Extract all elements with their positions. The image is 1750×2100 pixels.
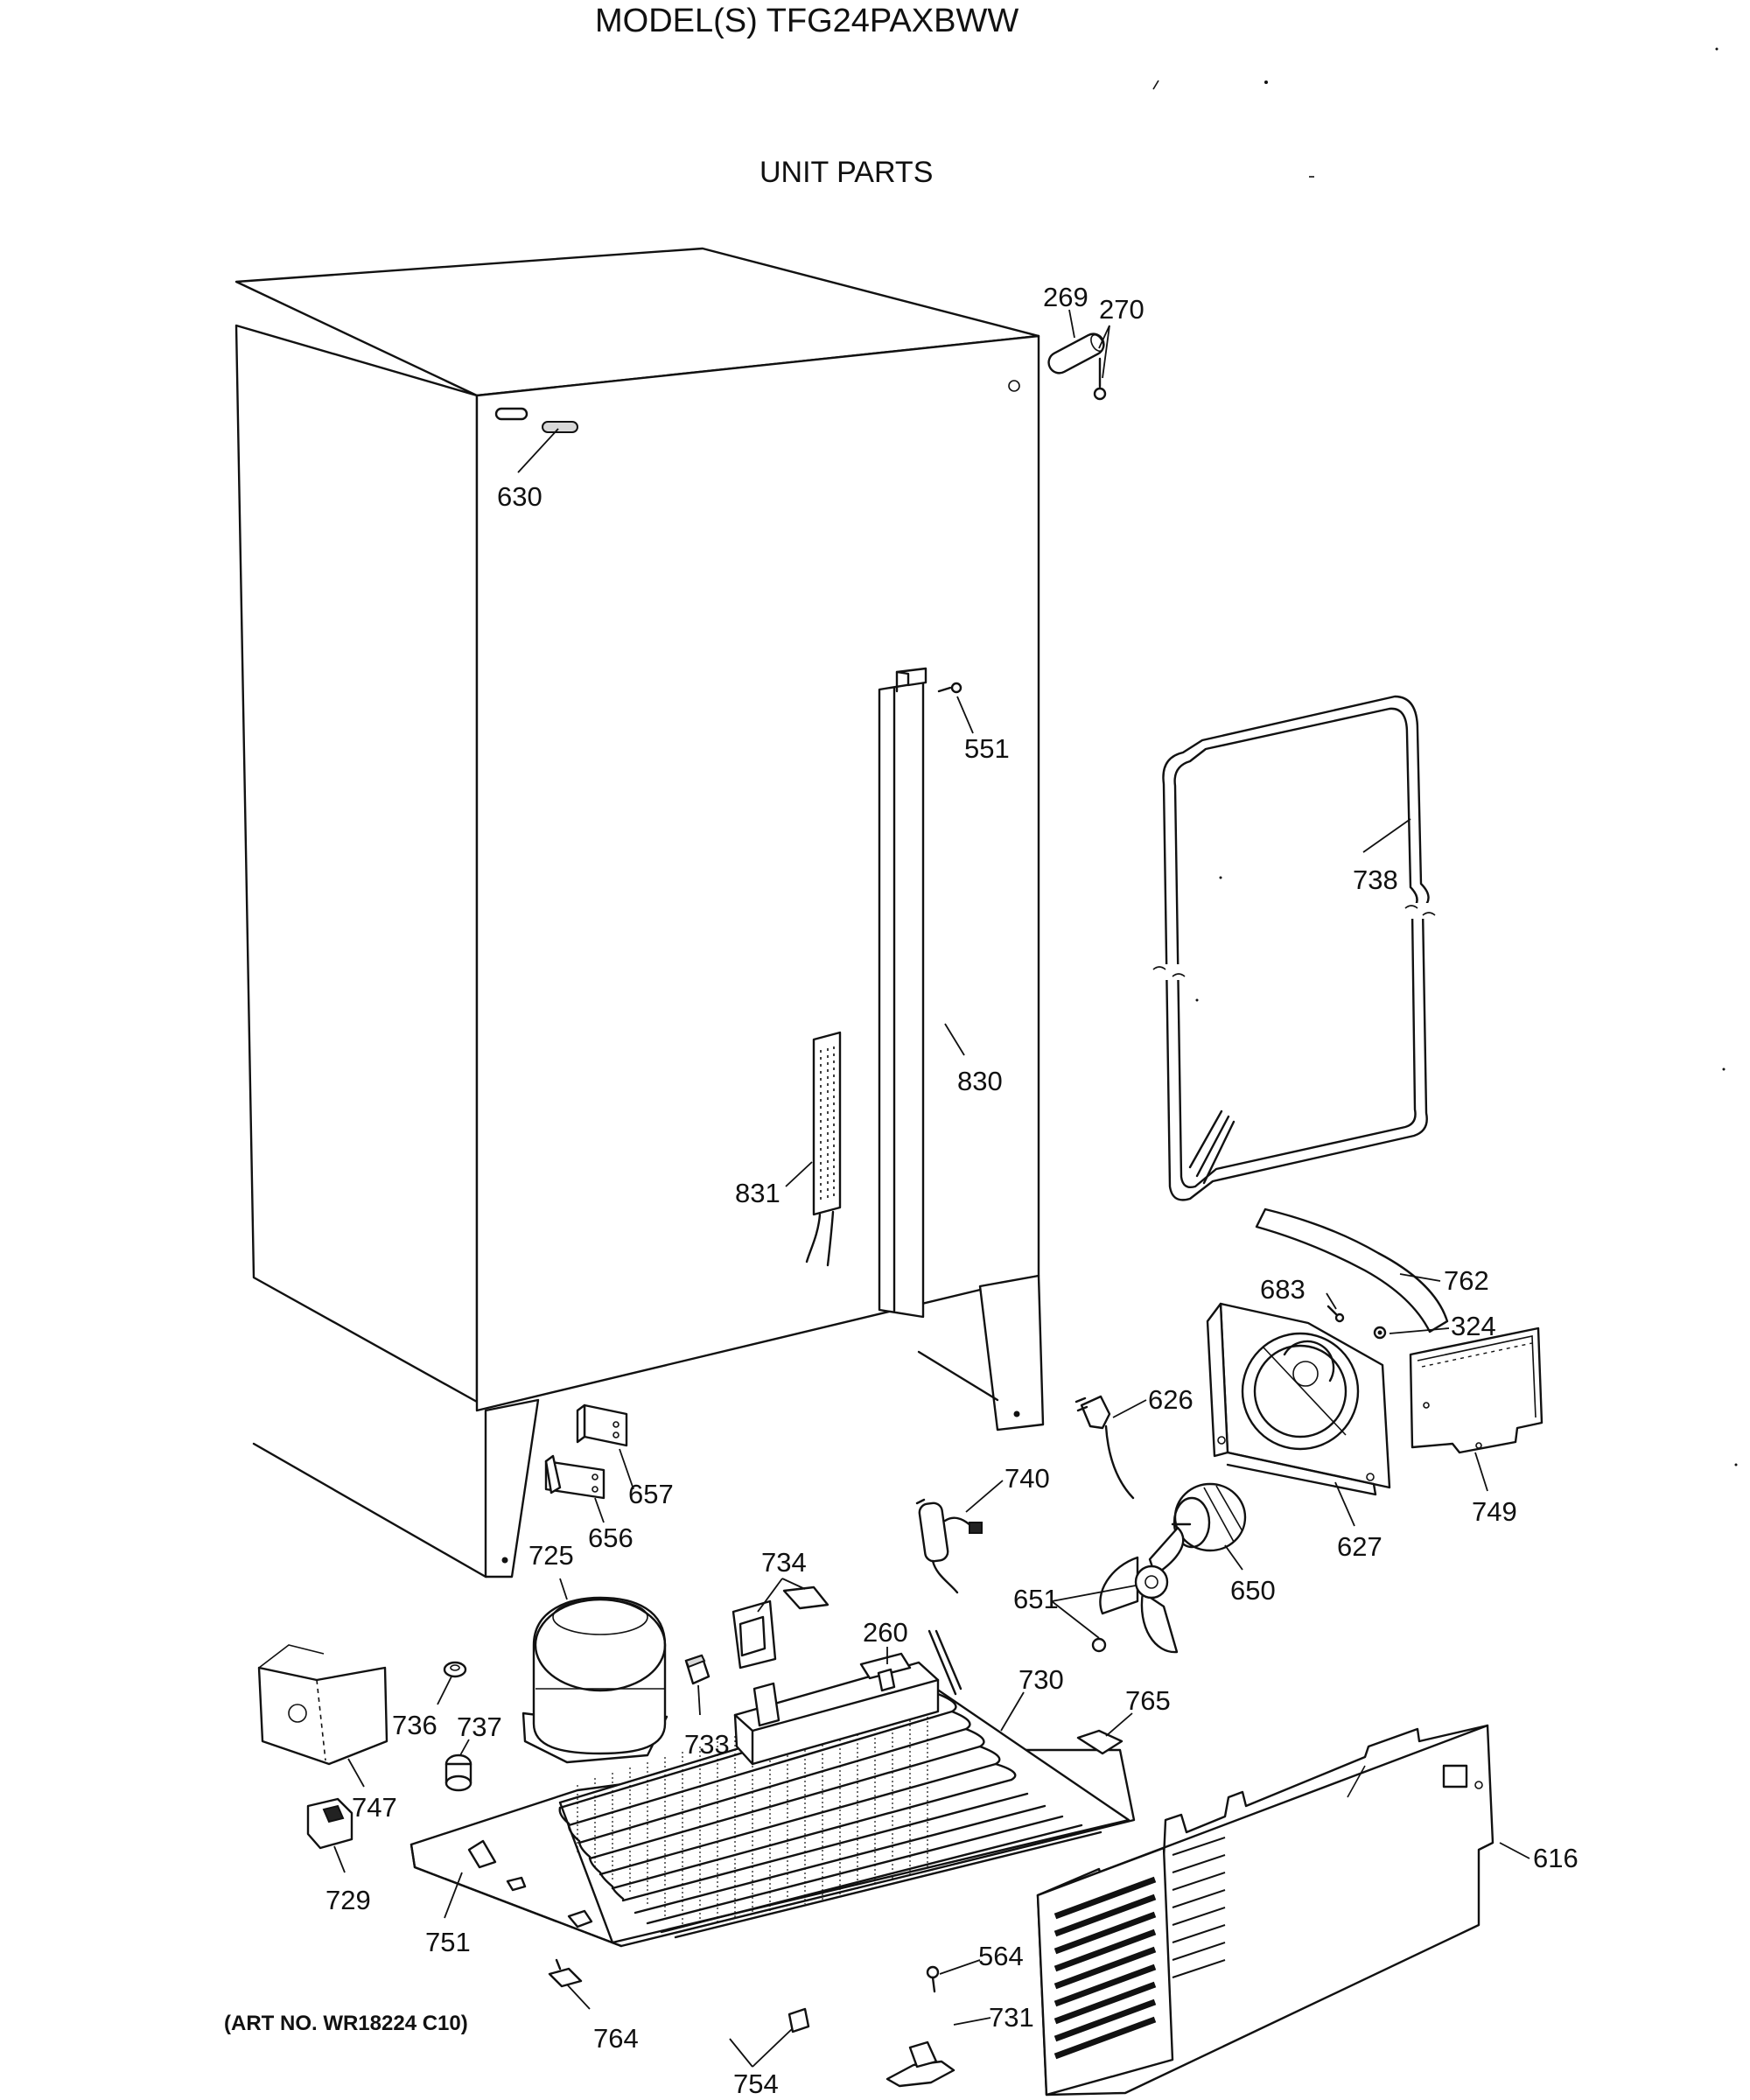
part-564-screw — [926, 1965, 940, 1993]
callout-626: 626 — [1148, 1384, 1194, 1415]
part-830-channel — [878, 667, 928, 1319]
callout-683: 683 — [1260, 1274, 1306, 1305]
callout-730: 730 — [1018, 1664, 1064, 1695]
part-734-relay — [732, 1586, 830, 1670]
part-738-gasket — [1151, 695, 1437, 1201]
callout-738: 738 — [1353, 864, 1398, 895]
callout-737: 737 — [457, 1712, 502, 1742]
callout-650: 650 — [1230, 1575, 1276, 1606]
part-831-heater-strip — [805, 1031, 842, 1267]
leader-lines — [333, 309, 1530, 2068]
model-title: MODEL(S) TFG24PAXBWW — [595, 3, 1018, 39]
callout-627: 627 — [1337, 1531, 1382, 1562]
part-657-bracket — [576, 1404, 628, 1447]
part-765-clip — [1076, 1729, 1124, 1755]
callout-729: 729 — [326, 1885, 371, 1915]
callout-651: 651 — [1013, 1584, 1059, 1614]
part-749-cover — [1409, 1326, 1544, 1454]
callout-270: 270 — [1099, 294, 1144, 325]
part-626-cord — [1074, 1395, 1135, 1500]
part-764-clip — [548, 1958, 583, 1988]
part-729-relay-box — [306, 1797, 354, 1850]
part-733-overload — [684, 1654, 710, 1685]
plug-630b — [542, 421, 578, 433]
part-260-drain-pan — [733, 1652, 940, 1766]
callout-657: 657 — [628, 1479, 674, 1509]
part-269-bracket — [1047, 332, 1107, 401]
callout-751: 751 — [425, 1927, 471, 1957]
part-324-screw — [1373, 1326, 1387, 1340]
part-651-fan-blade — [1091, 1526, 1185, 1654]
callout-831: 831 — [735, 1178, 780, 1208]
callout-725: 725 — [528, 1540, 574, 1571]
callout-736: 736 — [392, 1710, 438, 1740]
part-725-compressor — [522, 1596, 668, 1764]
part-650-motor — [1171, 1482, 1247, 1552]
part-731-bracket — [886, 2040, 956, 2088]
part-737-terminal — [444, 1754, 472, 1792]
cabinet — [234, 247, 1045, 1578]
callout-754: 754 — [733, 2068, 779, 2099]
callout-630: 630 — [497, 481, 542, 512]
callout-749: 749 — [1472, 1496, 1517, 1527]
callout-762: 762 — [1444, 1265, 1489, 1296]
callout-616: 616 — [1533, 1843, 1578, 1873]
callout-labels: 269 270 630 551 738 830 831 762 683 324 … — [326, 282, 1578, 2099]
callout-830: 830 — [957, 1066, 1003, 1096]
callout-765: 765 — [1125, 1685, 1171, 1716]
callout-740: 740 — [1004, 1463, 1050, 1494]
part-627-fan-shroud — [1206, 1302, 1391, 1496]
callout-731: 731 — [989, 2002, 1034, 2033]
callout-656: 656 — [588, 1522, 634, 1553]
callout-324: 324 — [1451, 1311, 1496, 1341]
part-740-capacitor — [915, 1498, 983, 1594]
part-747-cover — [257, 1644, 388, 1766]
section-title: UNIT PARTS — [760, 156, 933, 189]
callout-564: 564 — [978, 1941, 1024, 1971]
callout-764: 764 — [593, 2023, 639, 2054]
part-762-strip — [1255, 1208, 1449, 1334]
part-616-grille — [1036, 1724, 1494, 2096]
callout-733: 733 — [684, 1729, 730, 1760]
part-683-screw — [1326, 1305, 1345, 1323]
callout-747: 747 — [352, 1792, 397, 1823]
scan-specks — [1152, 47, 1738, 1466]
part-754-clip — [788, 2007, 810, 2034]
callout-551: 551 — [964, 733, 1010, 764]
callout-734: 734 — [761, 1547, 807, 1578]
part-656-bracket — [544, 1454, 606, 1500]
part-551-screw — [937, 682, 962, 694]
art-number: (ART NO. WR18224 C10) — [224, 2012, 468, 2035]
callout-260: 260 — [863, 1617, 908, 1648]
plug-630a — [494, 407, 528, 421]
callout-269: 269 — [1043, 282, 1088, 312]
part-736-grommet — [443, 1661, 467, 1678]
